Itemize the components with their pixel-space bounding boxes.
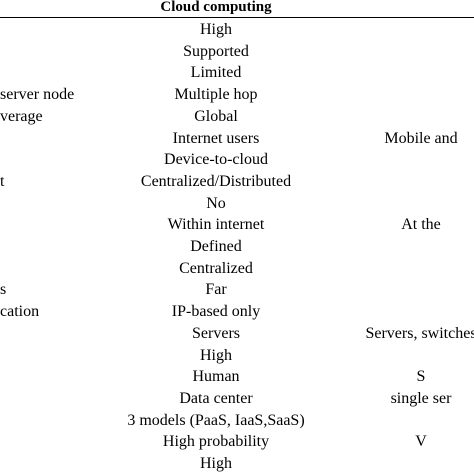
cloud-computing-cell: High probability	[162, 433, 270, 451]
cloud-computing-cell: Limited	[190, 64, 242, 82]
table-row: High	[0, 453, 474, 474]
table-row: Device-to-cloud	[0, 149, 474, 171]
table-header-row: Cloud computing	[0, 0, 474, 18]
table-row: Data center single ser	[0, 388, 474, 410]
cloud-computing-cell: Defined	[190, 238, 242, 255]
cloud-computing-cell: Centralized/Distributed	[140, 172, 292, 190]
table-row: Supported	[0, 41, 474, 63]
cloud-computing-cell: 3 models (PaaS, IaaS,SaaS)	[127, 411, 305, 429]
cloud-computing-cell: Device-to-cloud	[164, 151, 268, 169]
table-row: Defined	[0, 236, 474, 258]
table-row: High	[0, 345, 474, 367]
table-row: 3 models (PaaS, IaaS,SaaS)	[0, 410, 474, 432]
cloud-computing-cell: High	[200, 455, 232, 472]
cloud-computing-cell: High	[200, 346, 232, 364]
cloud-computing-cell: Multiple hop	[174, 86, 258, 104]
cloud-computing-column-header: Cloud computing	[160, 0, 272, 15]
cloud-computing-cell: Far	[205, 281, 227, 299]
feature-cell: verage	[0, 107, 43, 125]
edge-computing-cell: single ser	[390, 389, 452, 407]
cloud-computing-cell: Servers	[192, 324, 240, 342]
table-row: Within internet At the	[0, 214, 474, 236]
feature-cell: cation	[0, 303, 40, 321]
cloud-computing-cell: No	[206, 194, 226, 212]
table-row: t Centralized/Distributed	[0, 171, 474, 193]
edge-computing-cell: S	[416, 368, 426, 386]
table-row: Limited	[0, 62, 474, 84]
cloud-computing-cell: Global	[194, 107, 238, 125]
feature-cell: t	[0, 172, 5, 190]
table-row: No	[0, 193, 474, 215]
edge-computing-cell: V	[415, 433, 427, 451]
feature-cell: server node	[0, 86, 75, 104]
table-row: server node Multiple hop	[0, 84, 474, 106]
cloud-computing-cell: IP-based only	[171, 303, 261, 321]
cloud-computing-cell: Human	[192, 368, 240, 386]
edge-computing-cell: Mobile and	[384, 129, 458, 147]
cloud-computing-cell: High	[200, 21, 232, 38]
table-row: Centralized	[0, 258, 474, 280]
header-divider	[0, 17, 474, 18]
cloud-computing-cell: Centralized	[179, 259, 253, 277]
edge-computing-cell: Servers, switches	[365, 324, 474, 342]
table-row: High	[0, 19, 474, 41]
table-row: Internet users Mobile and	[0, 128, 474, 150]
edge-computing-cell: At the	[401, 216, 441, 234]
table-row: verage Global	[0, 106, 474, 128]
table-row: cation IP-based only	[0, 301, 474, 323]
cloud-computing-cell: Within internet	[167, 216, 265, 234]
table-row: s Far	[0, 279, 474, 301]
table-row: Human S	[0, 366, 474, 388]
table-row: High probability V	[0, 431, 474, 453]
table-row: Servers Servers, switches	[0, 323, 474, 345]
cloud-computing-cell: Data center	[179, 389, 253, 407]
feature-cell: s	[0, 281, 7, 299]
cloud-computing-cell: Supported	[183, 42, 249, 60]
cloud-computing-cell: Internet users	[172, 129, 260, 147]
